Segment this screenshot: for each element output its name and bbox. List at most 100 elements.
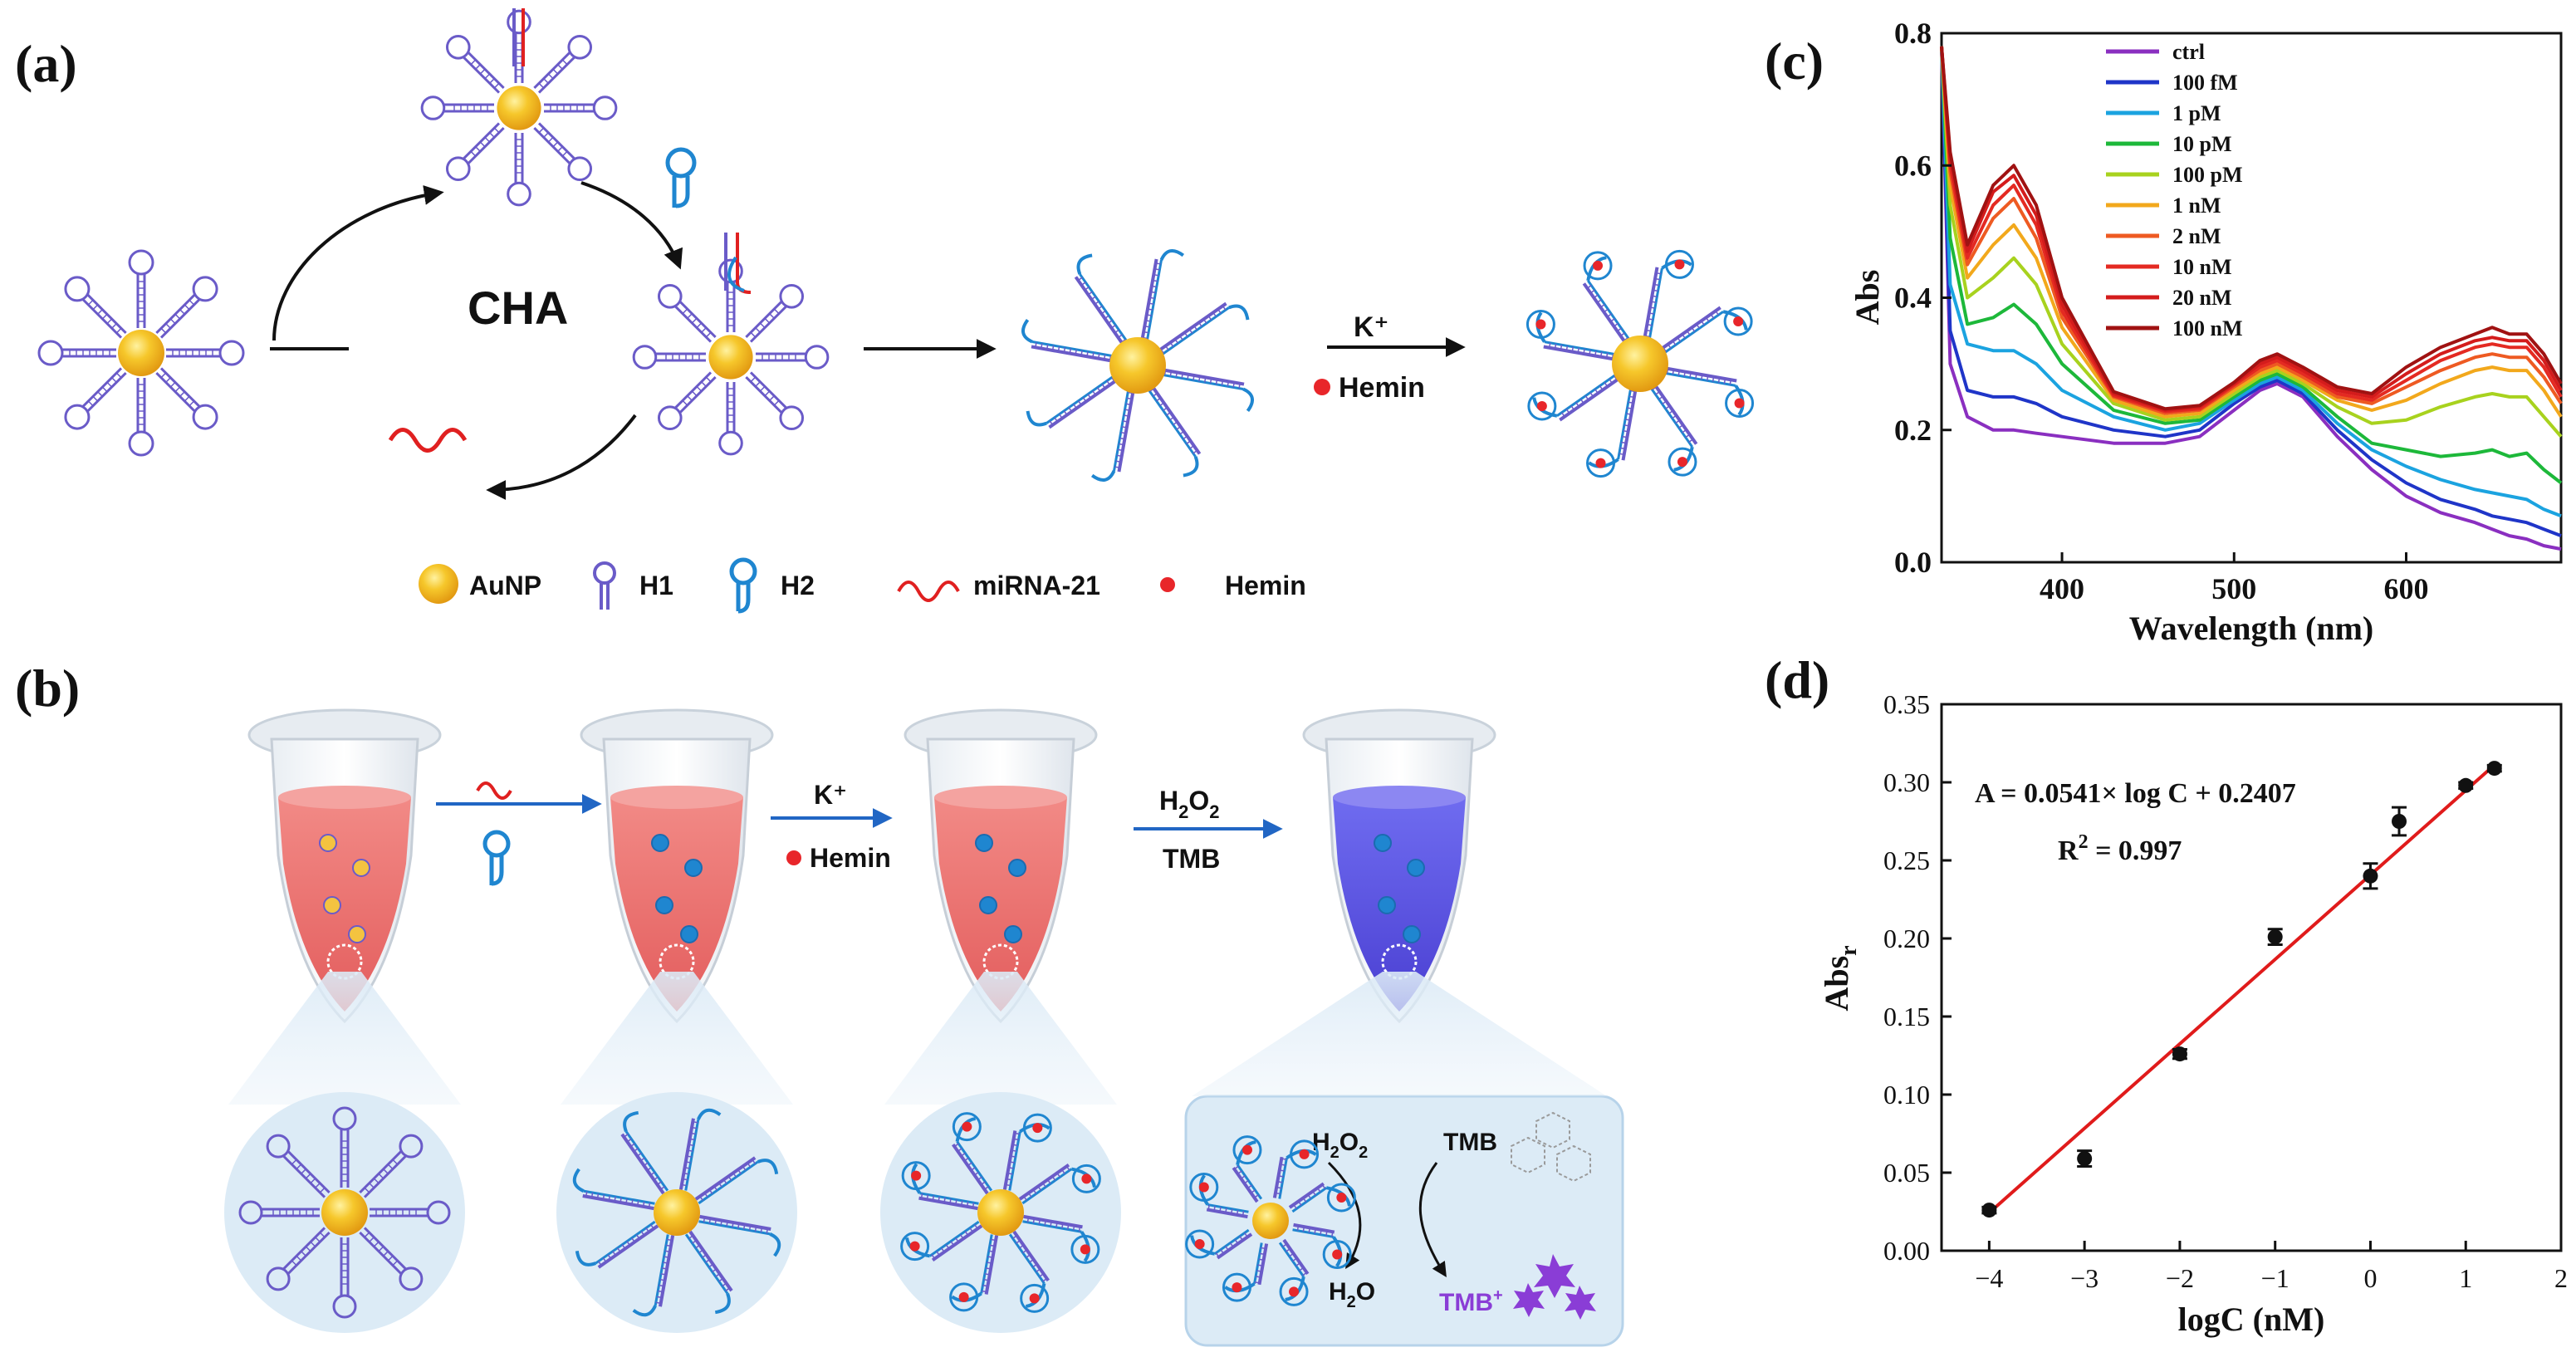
h1-hairpin — [266, 1227, 331, 1291]
particle-dot — [1374, 834, 1392, 852]
dna-duplex-arm — [1018, 1164, 1101, 1205]
particle-dot — [319, 834, 337, 852]
dna-duplex-arm — [900, 1220, 983, 1262]
x-tick-label: 1 — [2459, 1263, 2472, 1293]
gold-nanoparticle-icon — [1109, 337, 1166, 394]
hemin-dot-icon — [1080, 1244, 1090, 1255]
dna-duplex-arm — [575, 1220, 659, 1269]
data-point-5 — [2392, 806, 2407, 837]
dna-duplex-arm — [1232, 1135, 1263, 1203]
gold-nanoparticle-icon — [654, 1189, 700, 1236]
label-h2o2-b: H2O2 — [1159, 786, 1220, 822]
detail-h1-probe — [238, 1106, 451, 1319]
dna-duplex-arm — [1292, 1222, 1352, 1270]
mirna-strand-small — [476, 781, 512, 800]
legend-label-4: 100 pM — [2172, 163, 2243, 187]
dna-duplex-arm — [1021, 318, 1116, 364]
panel-label-d: (d) — [1765, 650, 1829, 709]
data-point-4 — [2363, 862, 2378, 890]
hemin-dot-icon — [1336, 1192, 1347, 1203]
series-line-1 — [1940, 46, 2562, 537]
particle-dot — [1004, 925, 1022, 943]
dna-duplex-arm — [1185, 1228, 1253, 1260]
dna-duplex-arm — [1074, 253, 1130, 348]
data-point-3 — [2267, 928, 2283, 947]
x-tick-label: −4 — [1975, 1263, 2003, 1293]
x-tick-label: 2 — [2554, 1263, 2568, 1293]
microcentrifuge-tube — [1192, 708, 1607, 1096]
y-tick-label: 0.15 — [1883, 1002, 1930, 1031]
detail-h2o2: H2O2 — [1312, 1129, 1368, 1162]
zoom-cone — [561, 972, 793, 1105]
series-line-0 — [1940, 46, 2562, 551]
dna-duplex-arm — [1586, 385, 1638, 478]
label-hemin-b: Hemin — [810, 843, 891, 873]
h1-hairpin — [155, 367, 218, 430]
h1-hairpin — [332, 1237, 357, 1319]
dna-duplex-arm — [678, 1108, 722, 1191]
particle-dot — [1403, 925, 1421, 943]
legend-label-hemin: Hemin — [1225, 571, 1306, 600]
x-tick-label: −2 — [2166, 1263, 2194, 1293]
dna-duplex-arm — [1008, 1230, 1050, 1313]
microcentrifuge-tube — [224, 708, 465, 1333]
dna-duplex-arm — [1022, 1214, 1100, 1264]
hemin-dot-icon — [1194, 1239, 1205, 1250]
y-tick-label: 0.35 — [1883, 689, 1930, 719]
dna-duplex-arm — [949, 1234, 999, 1312]
chart-d-points-group — [1981, 761, 2502, 1218]
data-marker — [1981, 1203, 1997, 1218]
y-tick-label: 0.2 — [1894, 414, 1932, 447]
cycle-arrow-bottom — [486, 414, 637, 500]
legend-label-0: ctrl — [2172, 40, 2205, 64]
chart-d-equation: A = 0.0541× log C + 0.2407 — [1975, 778, 2296, 809]
chart-d-xlabel: logC (nM) — [2178, 1301, 2325, 1338]
chart-d-r2: R2 = 0.997 — [2058, 831, 2182, 866]
dna-duplex-arm — [1272, 1139, 1320, 1199]
particle-dot — [979, 896, 997, 914]
hemin-dot-icon — [1032, 1123, 1043, 1134]
particle-dot — [651, 834, 669, 852]
h1-hairpin — [37, 340, 116, 366]
detail-h2o: H2O — [1329, 1278, 1375, 1311]
x-tick-label: 600 — [2384, 572, 2429, 605]
zoom-cone — [228, 972, 461, 1105]
dna-duplex-arm — [1658, 306, 1753, 356]
legend-label-3: 10 pM — [2172, 132, 2232, 156]
label-k-plus: K⁺ — [1354, 311, 1389, 343]
h2-hairpin-icon — [729, 557, 757, 614]
fit-line — [1988, 763, 2496, 1214]
data-marker — [2172, 1046, 2187, 1062]
legend-label-h2: H2 — [781, 571, 815, 600]
hemin-dot-icon — [911, 1170, 922, 1181]
particle-dot — [1378, 896, 1396, 914]
y-tick-label: 0.6 — [1894, 149, 1932, 182]
particle-dot — [680, 925, 698, 943]
cycle-arrow-right — [580, 181, 683, 270]
y-tick-label: 0.05 — [1883, 1158, 1930, 1188]
series-line-5 — [1940, 46, 2563, 419]
dna-duplex-arm — [1527, 371, 1623, 422]
h1-hairpin — [632, 345, 706, 370]
series-line-6 — [1940, 46, 2563, 415]
legend-label-1: 100 fM — [2172, 71, 2238, 95]
gold-nanoparticle-icon — [321, 1189, 368, 1236]
dna-duplex-arm — [1526, 310, 1619, 362]
h1-hairpin — [507, 9, 531, 83]
dna-duplex-arm — [698, 1214, 781, 1257]
hemin-dot-icon — [1595, 458, 1606, 468]
y-tick-label: 0.4 — [1894, 282, 1932, 315]
dna-duplex-arm — [1139, 249, 1185, 344]
legend-label-h1: H1 — [639, 571, 673, 600]
h1-hairpin — [370, 1200, 451, 1225]
gold-nanoparticle-icon — [1252, 1203, 1289, 1239]
data-point-0 — [1981, 1203, 1997, 1218]
h1-hairpin — [332, 1106, 357, 1188]
hemin-dot-icon — [1289, 1286, 1300, 1297]
tmb-plus-product-icons — [1513, 1254, 1596, 1320]
h1-hairpin — [64, 276, 127, 339]
data-marker — [2077, 1151, 2093, 1167]
